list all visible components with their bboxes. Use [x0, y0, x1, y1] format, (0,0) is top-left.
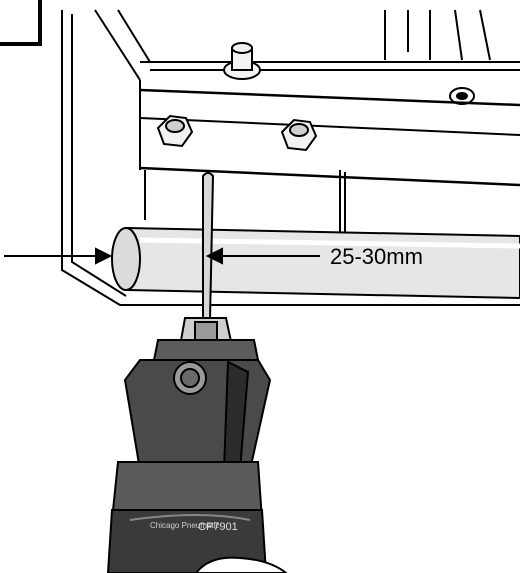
- pipe: [111, 226, 520, 300]
- step-marker-box: [0, 0, 42, 46]
- bolt-upper: [223, 42, 261, 80]
- dimension-arrow-left: [4, 247, 113, 265]
- dimension-label: 25-30mm: [330, 244, 423, 269]
- drill-chuck: [152, 317, 260, 361]
- bolt-middle: [280, 118, 318, 152]
- drill-model-text: CP7901: [198, 521, 238, 533]
- drill-brand-text: Chicago Pneumatic: [150, 521, 219, 530]
- hole-right: [449, 87, 475, 105]
- drill-body: [106, 359, 272, 573]
- dimension-arrow-right: [205, 247, 320, 265]
- bolt-left: [156, 114, 194, 148]
- glove-outline: [194, 556, 288, 573]
- drill-bit: [202, 172, 215, 321]
